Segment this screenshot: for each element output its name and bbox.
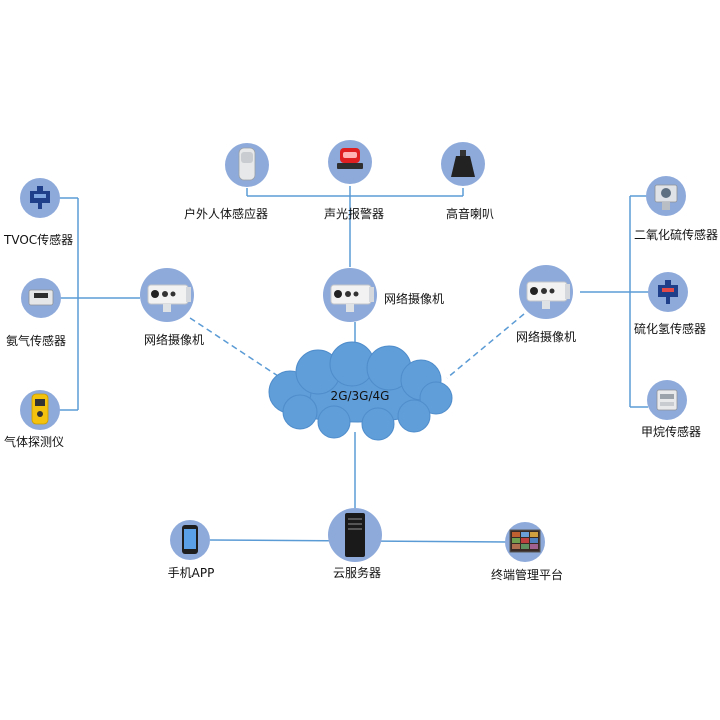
label-camera-left: 网络摄像机 xyxy=(143,333,205,347)
label-terminal: 终端管理平台 xyxy=(490,568,564,582)
wireless-links xyxy=(189,313,525,379)
label-ammonia: 氨气传感器 xyxy=(6,334,67,348)
label-camera-right: 网络摄像机 xyxy=(515,330,577,344)
label-h2s: 硫化氢传感器 xyxy=(634,322,707,336)
camera-icon-left xyxy=(140,268,194,322)
dashed-left xyxy=(189,317,279,377)
gas-detector-icon xyxy=(20,390,60,430)
camera-icon-top xyxy=(323,268,377,322)
ammonia-sensor-icon xyxy=(21,278,61,318)
motion-sensor-icon xyxy=(225,143,269,187)
label-server: 云服务器 xyxy=(332,566,382,580)
tvoc-sensor-icon xyxy=(20,178,60,218)
label-gas-detector: 气体探测仪 xyxy=(4,435,65,449)
label-pir-sensor: 户外人体感应器 xyxy=(183,207,269,221)
label-tvoc: TVOC传感器 xyxy=(4,233,74,247)
label-alarm: 声光报警器 xyxy=(323,207,385,221)
so2-sensor-icon xyxy=(646,176,686,216)
camera-icon-right xyxy=(519,265,573,319)
h2s-sensor-icon xyxy=(648,272,688,312)
monitor-wall-icon xyxy=(505,522,545,562)
smartphone-icon xyxy=(170,520,210,560)
horn-speaker-icon xyxy=(441,142,485,186)
methane-sensor-icon xyxy=(647,380,687,420)
cloud-icon xyxy=(268,341,453,441)
dashed-right xyxy=(446,313,525,379)
label-so2: 二氧化硫传感器 xyxy=(634,228,719,242)
server-icon xyxy=(328,508,382,562)
label-cloud: 2G/3G/4G xyxy=(330,389,390,403)
label-camera-top: 网络摄像机 xyxy=(384,292,445,306)
label-mobile-app: 手机APP xyxy=(167,566,215,580)
label-speaker: 高音喇叭 xyxy=(445,207,495,221)
label-methane: 甲烷传感器 xyxy=(641,425,702,439)
siren-icon xyxy=(328,140,372,184)
